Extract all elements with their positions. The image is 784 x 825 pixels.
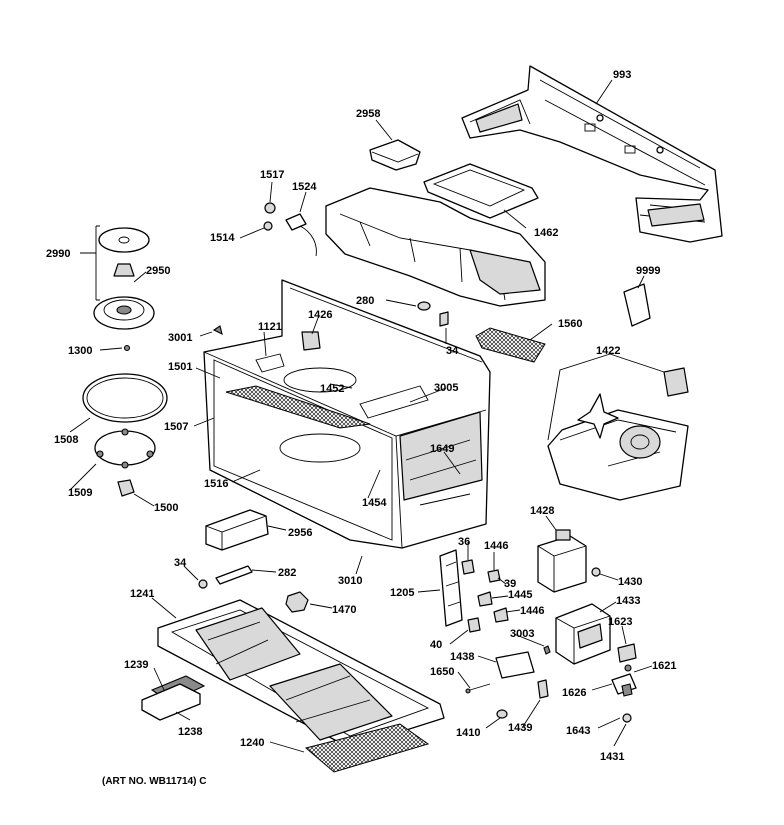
part-1300-3001-fasteners (123, 325, 223, 352)
part-1650-1410-1439-small (465, 679, 549, 719)
part-1205-latch-assembly (439, 549, 509, 633)
part-1470-switch (285, 591, 309, 613)
label-1508: 1508 (54, 434, 78, 446)
label-280: 280 (356, 295, 374, 307)
label-1431: 1431 (600, 751, 624, 763)
label-1514: 1514 (210, 232, 235, 244)
part-2990-turntable-set (93, 227, 155, 330)
label-1560: 1560 (558, 318, 582, 330)
label-1649: 1649 (430, 443, 454, 455)
label-3001: 3001 (168, 332, 192, 344)
part-993-mounting-plate (461, 65, 723, 243)
part-1508-glass-tray (82, 373, 168, 423)
label-1433: 1433 (616, 595, 640, 607)
label-2990: 2990 (46, 248, 70, 260)
label-39: 39 (504, 578, 516, 590)
label-1509: 1509 (68, 487, 92, 499)
leader-lines (69, 79, 665, 753)
label-1501: 1501 (168, 361, 192, 373)
part-1433-transformer (555, 603, 611, 665)
label-3005: 3005 (434, 382, 458, 394)
label-36: 36 (458, 536, 470, 548)
label-1121: 1121 (258, 321, 282, 333)
label-34-top: 34 (446, 345, 459, 357)
label-1524: 1524 (292, 181, 317, 193)
label-1422: 1422 (596, 345, 620, 357)
label-1623: 1623 (608, 616, 632, 628)
label-1462: 1462 (534, 227, 558, 239)
label-1516: 1516 (204, 478, 228, 490)
part-1240-grease-filter (304, 723, 430, 773)
label-1410: 1410 (456, 727, 480, 739)
part-282-rod (198, 565, 253, 589)
label-1643: 1643 (566, 725, 590, 737)
label-1430: 1430 (618, 576, 642, 588)
label-1445: 1445 (508, 589, 532, 601)
label-3010: 3010 (338, 575, 362, 587)
label-1446-top: 1446 (484, 540, 508, 552)
part-1422-fan-assembly (547, 367, 689, 501)
part-1462-cover-plate (423, 163, 539, 219)
label-40: 40 (430, 639, 442, 651)
label-1452: 1452 (320, 383, 344, 395)
label-1439: 1439 (508, 722, 532, 734)
part-1623-1621-1626-1643-1431 (611, 643, 637, 723)
label-1454: 1454 (362, 497, 387, 509)
label-1240: 1240 (240, 737, 264, 749)
label-1438: 1438 (450, 651, 474, 663)
label-2956: 2956 (288, 527, 312, 539)
label-1300: 1300 (68, 345, 92, 357)
part-280-34-screws (417, 301, 449, 327)
part-number-labels: 993 2958 1517 1524 1514 1462 2990 2950 9… (46, 69, 676, 763)
part-9999-card (623, 283, 651, 327)
part-vent-duct-assembly (325, 187, 546, 307)
label-1626: 1626 (562, 687, 586, 699)
part-2956-cover (205, 509, 269, 551)
part-1560-grille (475, 327, 546, 363)
label-9999: 9999 (636, 265, 660, 277)
label-1507: 1507 (164, 421, 188, 433)
part-1428-magnetron (537, 529, 601, 593)
label-1426: 1426 (308, 309, 332, 321)
label-34-left: 34 (174, 557, 187, 569)
art-number-caption: (ART NO. WB11714) C (102, 776, 206, 787)
part-1517-1514-1524-sensor (263, 202, 317, 257)
label-1470: 1470 (332, 604, 356, 616)
label-1650: 1650 (430, 666, 454, 678)
label-1446-bottom: 1446 (520, 605, 544, 617)
label-1238: 1238 (178, 726, 202, 738)
label-2950: 2950 (146, 265, 170, 277)
part-2958-bracket (369, 139, 421, 171)
label-3003: 3003 (510, 628, 534, 640)
label-1500: 1500 (154, 502, 178, 514)
label-1241: 1241 (130, 588, 154, 600)
label-1428: 1428 (530, 505, 554, 517)
part-1438-capacitor (495, 645, 551, 679)
part-main-cavity (203, 279, 491, 549)
label-993: 993 (613, 69, 631, 81)
part-1500-coupler (117, 479, 135, 497)
label-1205: 1205 (390, 587, 414, 599)
label-1621: 1621 (652, 660, 676, 672)
part-1509-roller-ring (94, 428, 156, 469)
part-1241-base-plate (157, 599, 445, 749)
label-282: 282 (278, 567, 296, 579)
label-2958: 2958 (356, 108, 380, 120)
label-1517: 1517 (260, 169, 284, 181)
label-1239: 1239 (124, 659, 148, 671)
part-1239-1238-filter (141, 675, 206, 721)
